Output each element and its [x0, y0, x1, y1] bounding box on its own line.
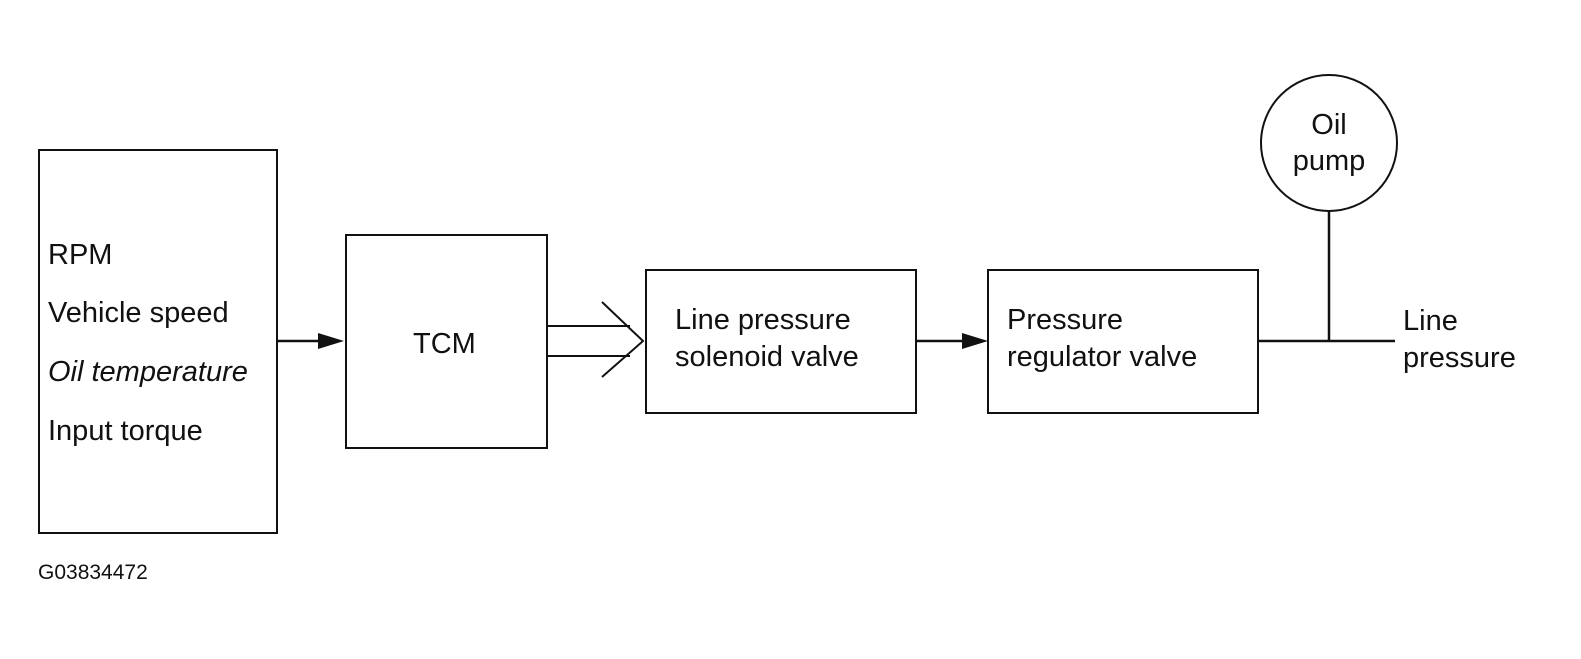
oil-pump-label-line1: Oil [1311, 109, 1347, 141]
regulator-valve-box: Pressure regulator valve [987, 269, 1259, 414]
input-torque: Input torque [48, 415, 203, 447]
solenoid-label-line1: Line pressure [675, 304, 851, 336]
regulator-label-line1: Pressure [1007, 304, 1124, 336]
line-pressure-label-line1: Line [1403, 305, 1458, 337]
solenoid-label-line2: solenoid valve [675, 341, 859, 373]
oil-pump-label-line2: pump [1292, 145, 1366, 177]
oil-pump-circle: Oil pump [1260, 74, 1398, 212]
tcm-to-solenoid-chevron [601, 301, 645, 378]
solenoid-valve-box: Line pressure solenoid valve [645, 269, 917, 414]
input-vehicle-speed: Vehicle speed [48, 297, 229, 329]
figure-id: G03834472 [38, 561, 148, 584]
tcm-box: TCM [345, 234, 548, 449]
input-oil-temperature: Oil temperature [48, 356, 248, 388]
inputs-to-tcm-arrowhead [318, 333, 344, 349]
line-pressure-label-line2: pressure [1403, 342, 1516, 374]
inputs-box: RPM Vehicle speed Oil temperature Input … [38, 149, 278, 534]
regulator-label-line2: regulator valve [1007, 341, 1198, 373]
solenoid-to-regulator-arrowhead [962, 333, 988, 349]
tcm-label: TCM [413, 328, 476, 360]
input-rpm: RPM [48, 239, 113, 271]
